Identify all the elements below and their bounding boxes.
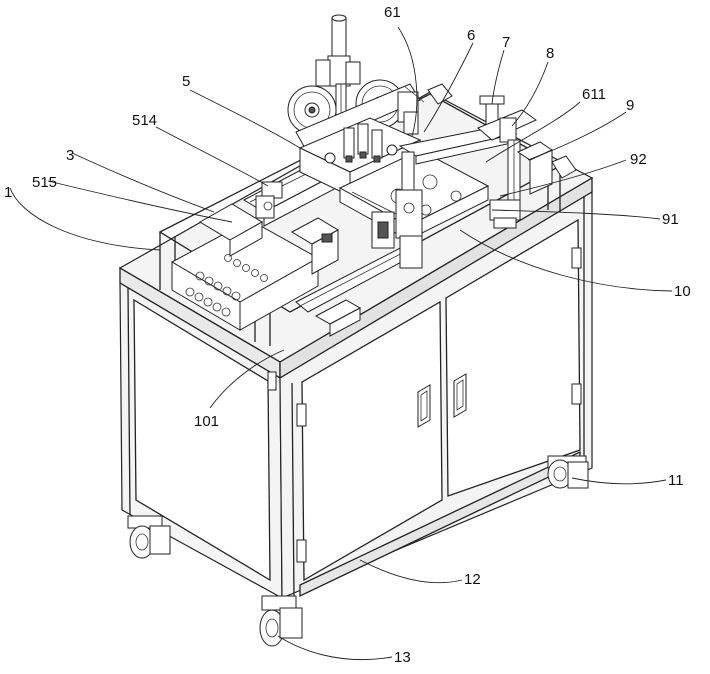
hinge-icon — [572, 384, 581, 404]
hinge-icon — [572, 248, 581, 268]
label-3: 3 — [66, 147, 74, 164]
label-92: 92 — [630, 151, 647, 168]
label-515: 515 — [32, 174, 57, 191]
label-514: 514 — [132, 112, 157, 129]
label-101: 101 — [194, 413, 219, 430]
label-7: 7 — [502, 34, 510, 51]
label-6: 6 — [467, 27, 475, 44]
label-91: 91 — [662, 211, 679, 228]
label-61: 61 — [384, 4, 401, 21]
label-5: 5 — [182, 73, 190, 90]
caster-front-right — [548, 456, 588, 488]
label-9: 9 — [626, 97, 634, 114]
label-11: 11 — [668, 472, 684, 489]
label-10: 10 — [674, 283, 691, 300]
hinge-icon — [268, 372, 276, 390]
caster-front-left — [260, 596, 302, 646]
label-12: 12 — [464, 571, 481, 588]
label-13: 13 — [394, 649, 411, 666]
label-8: 8 — [546, 45, 554, 62]
hinge-icon — [297, 404, 306, 426]
door-handle-right — [454, 374, 466, 417]
label-611: 611 — [582, 86, 606, 103]
lift-block — [372, 212, 394, 248]
hinge-icon — [297, 540, 306, 562]
door-handle-left — [418, 385, 430, 427]
label-1: 1 — [4, 184, 12, 201]
